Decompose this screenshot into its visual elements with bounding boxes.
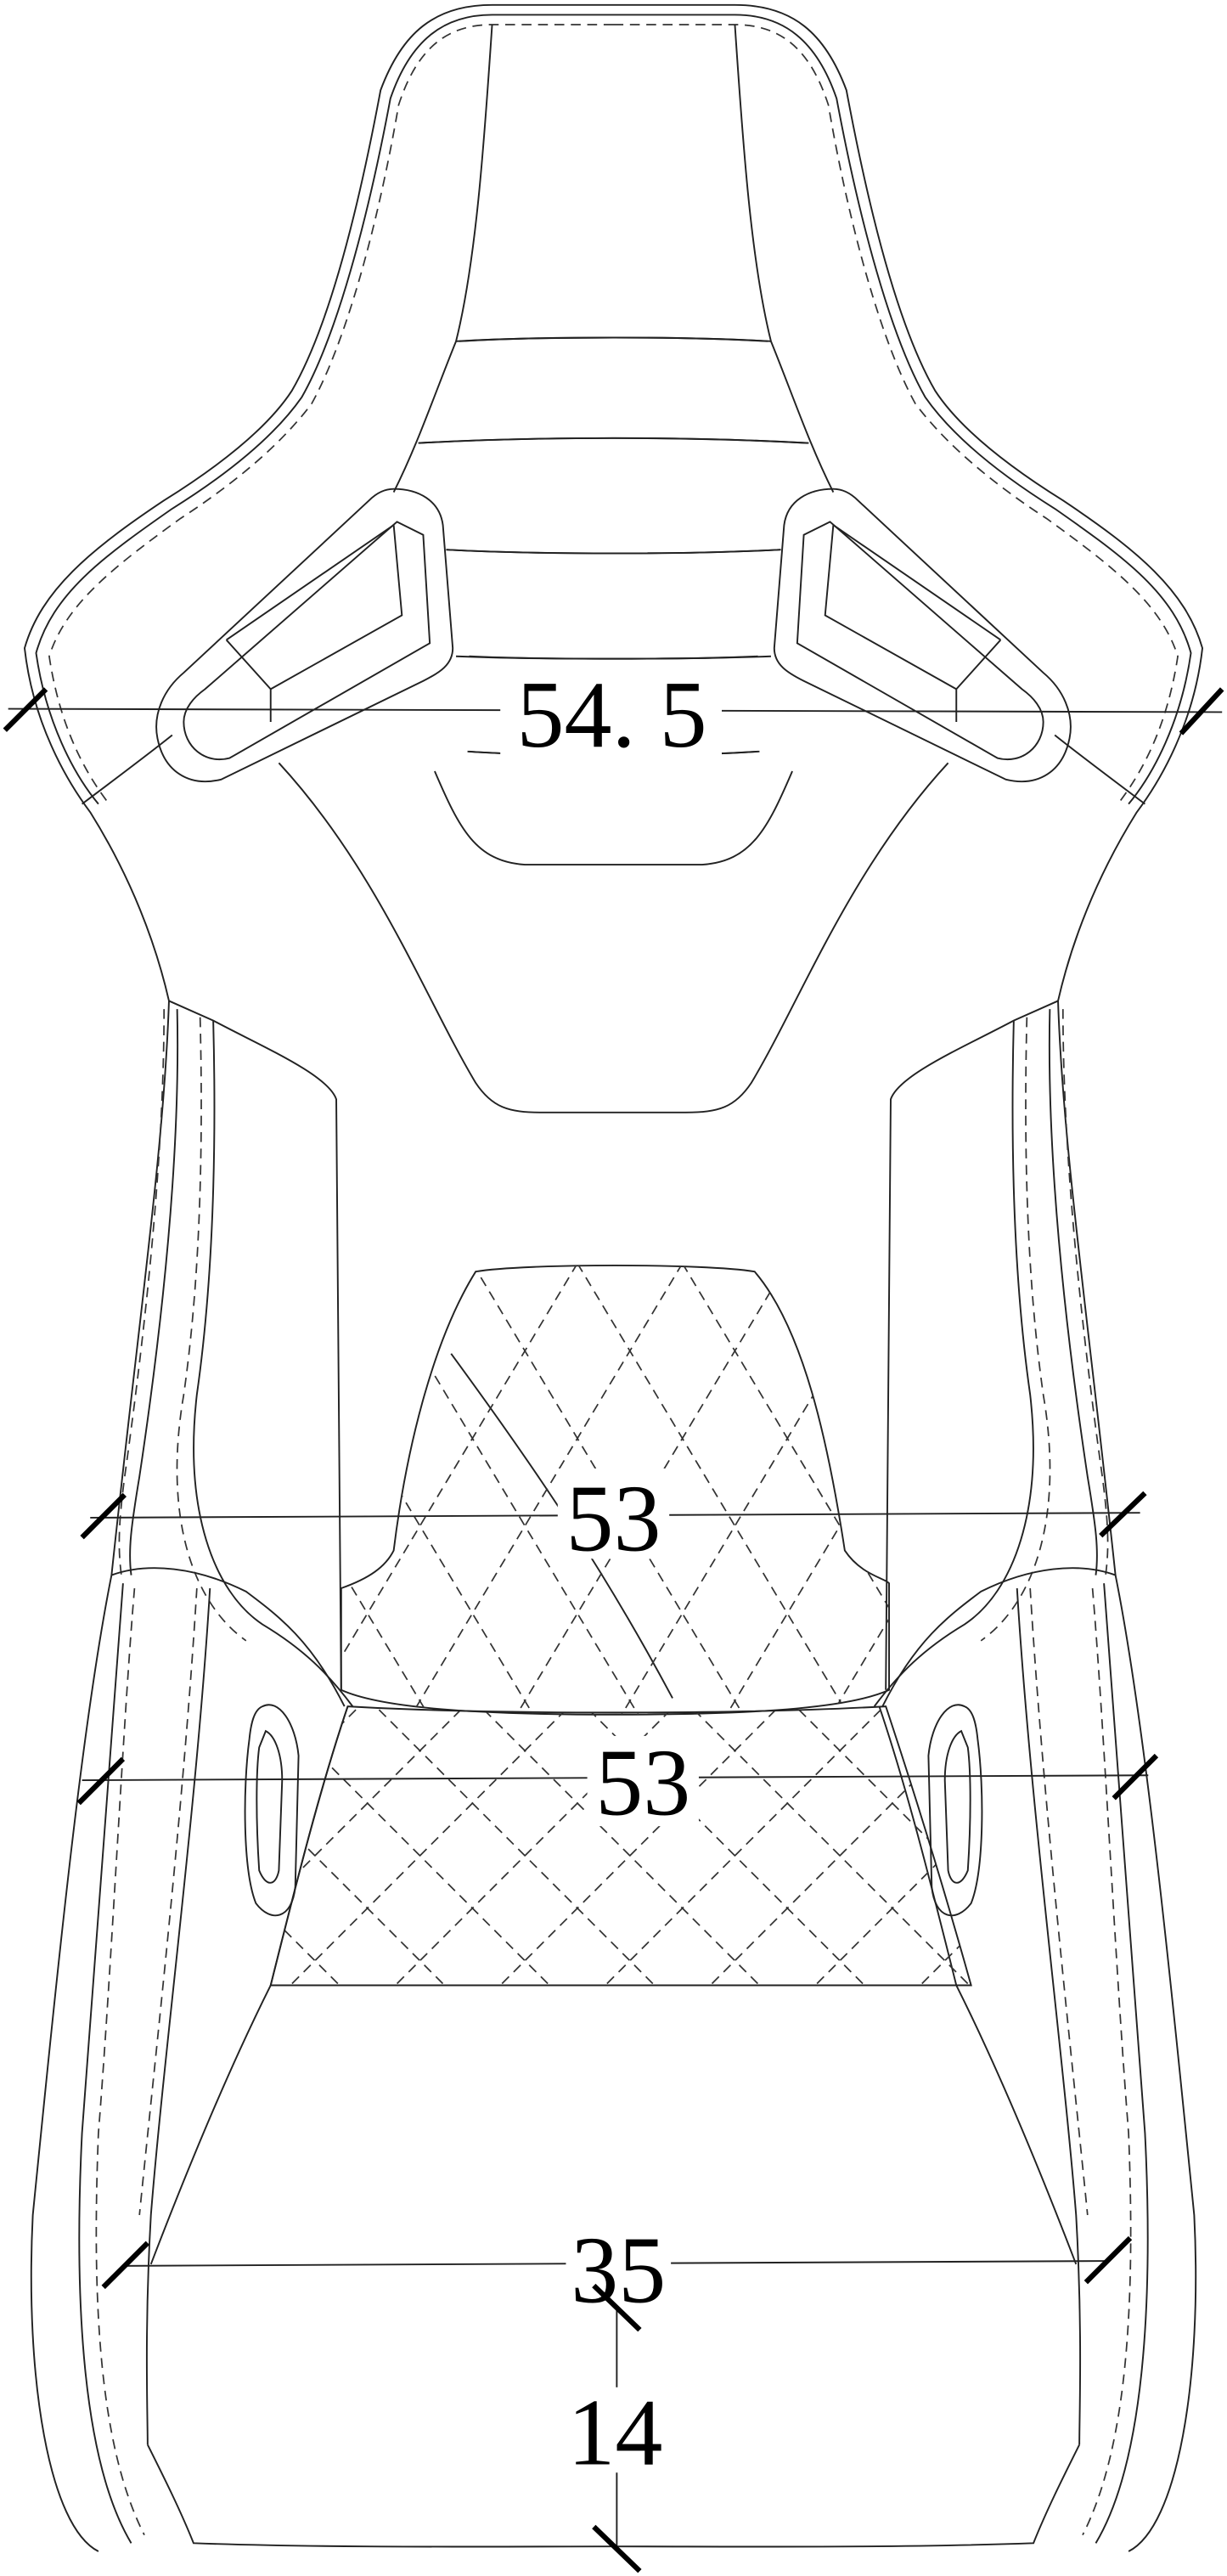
dimension-label-seat-height: 14 — [567, 2381, 662, 2486]
stitch-line — [1102, 1698, 1227, 1993]
stitch-line — [892, 1706, 971, 1986]
stitch-line — [1142, 1264, 1227, 1723]
stitch-line — [806, 1706, 971, 1986]
dimension-seat-front-width: 53 — [76, 1731, 1159, 1836]
stitch-line — [0, 1264, 262, 1723]
seat-quilted-panel — [269, 1705, 972, 1987]
stitch-line — [0, 1698, 33, 1993]
stitch-line — [0, 1698, 157, 1993]
stitch-line — [0, 1264, 53, 1723]
dimension-seat-depth-width: 35 — [101, 2218, 1133, 2323]
stitch-line — [0, 1264, 118, 1723]
stitch-line — [0, 1698, 53, 1993]
stitch-line — [0, 1264, 223, 1723]
dimension-label-head: 54. 5 — [517, 662, 707, 768]
stitch-line — [932, 1264, 1207, 1723]
stitch-line — [1102, 1264, 1227, 1723]
stitch-line — [281, 1706, 578, 1986]
stitch-line — [1207, 1264, 1227, 1723]
stitch-line — [681, 1265, 890, 1715]
stitch-line — [270, 1706, 349, 1986]
stitch-line — [998, 1264, 1227, 1723]
stitch-line — [825, 1265, 890, 1715]
stitch-line — [367, 1706, 664, 1986]
stitch-line — [491, 1706, 788, 1986]
stitch-line — [1017, 1698, 1227, 1993]
dimension-label-back: 53 — [566, 1467, 661, 1572]
stitch-line — [0, 1264, 157, 1723]
stitch-line — [596, 1706, 893, 1986]
stitch-line — [0, 1698, 138, 1993]
stitch-line — [682, 1706, 971, 1986]
stitch-line — [1207, 1698, 1227, 1993]
stitch-line — [1122, 1698, 1227, 1993]
seat-left-half — [23, 3, 808, 2552]
stitch-line — [341, 1265, 369, 1715]
stitch-line — [701, 1706, 971, 1986]
stitch-line — [1037, 1264, 1227, 1723]
stitch-line — [471, 1706, 768, 1986]
back-quilted-panel — [340, 1264, 891, 1716]
stitch-line — [786, 1706, 971, 1986]
stitch-line — [270, 1706, 473, 1986]
stitch-line — [270, 1706, 369, 1986]
stitch-line — [998, 1698, 1227, 1993]
dimension-label-seat-front: 53 — [595, 1731, 690, 1836]
stitch-line — [0, 1264, 13, 1723]
stitch-line — [341, 1265, 578, 1715]
dimension-seat-height: 14 — [566, 2283, 668, 2573]
dimension-back-width: 53 — [80, 1467, 1147, 1572]
stitch-line — [406, 1265, 684, 1715]
stitch-line — [341, 1265, 434, 1715]
stitch-line — [0, 1698, 243, 1993]
dimension-head-width: 54. 5 — [3, 662, 1224, 768]
stitch-line — [577, 1265, 854, 1715]
stitch-line — [53, 1264, 329, 1723]
stitch-line — [270, 1706, 453, 1986]
stitch-line — [0, 1698, 262, 1993]
stitch-line — [341, 1265, 474, 1715]
stitch-line — [721, 1265, 890, 1715]
